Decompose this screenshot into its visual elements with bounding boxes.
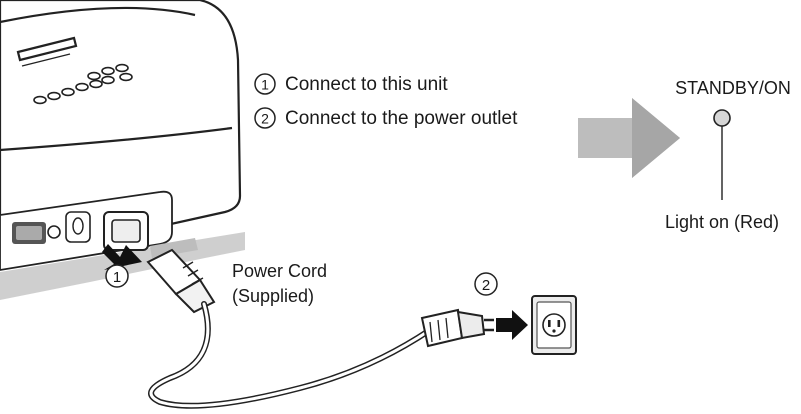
step-2-text: Connect to the power outlet — [285, 108, 518, 129]
callout-outlet-number: 2 — [482, 277, 490, 294]
step-2: 2 Connect to the power outlet — [254, 107, 518, 129]
callout-unit: 1 — [105, 264, 129, 288]
projector-unit — [0, 0, 245, 300]
standby-indicator — [713, 109, 731, 200]
step-list: 1 Connect to this unit 2 Connect to the … — [254, 73, 518, 129]
cord-label-line2: (Supplied) — [232, 286, 314, 306]
cord-label-line1: Power Cord — [232, 261, 327, 281]
wall-outlet-icon — [531, 295, 577, 355]
callout-outlet: 2 — [474, 272, 498, 296]
step-1: 1 Connect to this unit — [254, 73, 448, 95]
insert-arrow-icon — [102, 244, 142, 270]
outlet-arrow-icon — [496, 310, 528, 340]
step-1-number: 1 — [261, 77, 269, 93]
callout-unit-number: 1 — [113, 269, 121, 286]
wall-plug — [420, 308, 494, 348]
light-status-label: Light on (Red) — [665, 212, 779, 232]
step-2-number: 2 — [261, 111, 269, 127]
step-1-text: Connect to this unit — [285, 74, 448, 95]
standby-label: STANDBY/ON — [675, 78, 791, 98]
